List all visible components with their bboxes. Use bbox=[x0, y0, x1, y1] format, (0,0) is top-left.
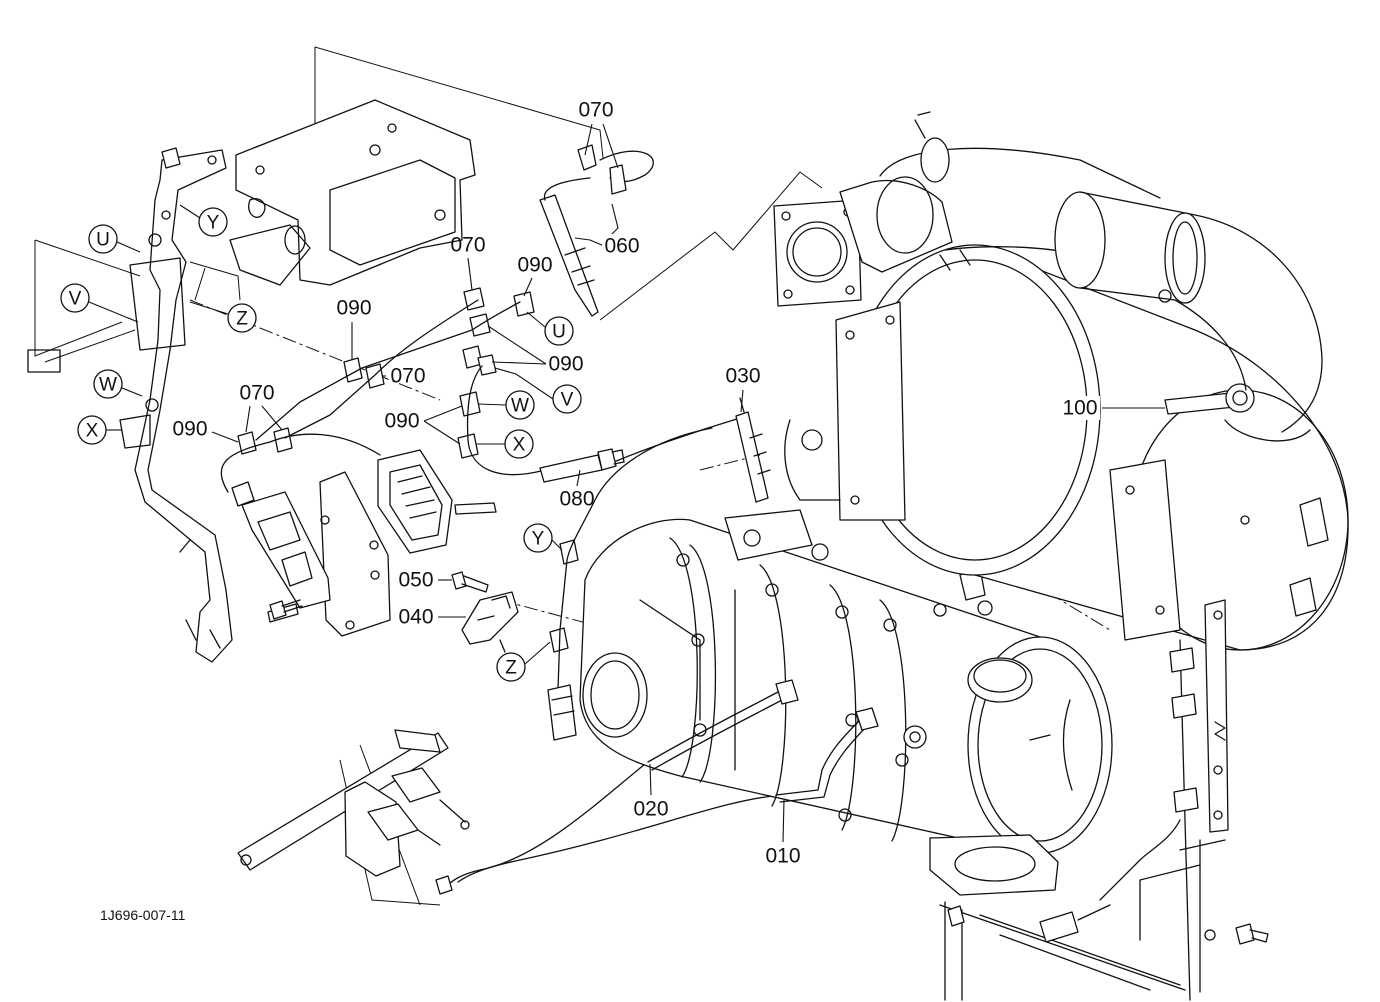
part-label-090-a: 090 bbox=[517, 254, 552, 277]
callout-x-left: X bbox=[86, 421, 99, 442]
callout-z-left: Z bbox=[236, 309, 248, 330]
part-label-070-c: 070 bbox=[390, 365, 425, 388]
part-label-090-b: 090 bbox=[548, 353, 583, 376]
muffler-inlet-flange bbox=[773, 176, 953, 307]
callout-u-right: U bbox=[552, 322, 566, 343]
leader-lines bbox=[88, 123, 1165, 843]
bottom-right-frame bbox=[939, 864, 1269, 1001]
left-bracket-frame bbox=[27, 149, 233, 663]
sensor-unit bbox=[231, 481, 331, 623]
callout-z-right: Z bbox=[505, 658, 517, 679]
callout-u-left: U bbox=[96, 230, 110, 251]
drawing-code: 1J696-007-11 bbox=[100, 907, 186, 923]
bottom-left-bracket bbox=[237, 729, 470, 895]
part-number-labels: 070 060 070 090 090 090 070 070 090 090 … bbox=[172, 98, 1100, 868]
part-label-020: 020 bbox=[633, 798, 668, 821]
part-label-090-c: 090 bbox=[336, 297, 371, 320]
controller-bracket bbox=[319, 471, 391, 637]
pressure-sensor-040 bbox=[461, 591, 519, 653]
harness-clips bbox=[237, 144, 627, 653]
part-label-090-e: 090 bbox=[384, 410, 419, 433]
top-mounting-plate bbox=[229, 99, 476, 286]
exhaust-sensor-030 bbox=[735, 397, 771, 503]
part-label-060: 060 bbox=[604, 235, 639, 258]
callout-markers: U V W X Y Z U Y V Z W X bbox=[60, 207, 582, 682]
part-label-070-d: 070 bbox=[239, 382, 274, 405]
harness-connector bbox=[547, 684, 577, 741]
callout-w-left: W bbox=[99, 375, 117, 396]
temperature-sensor-010 bbox=[775, 707, 879, 803]
callout-v-right: V bbox=[561, 390, 574, 411]
part-label-040: 040 bbox=[398, 606, 433, 629]
sensor-controller bbox=[377, 449, 497, 554]
exhaust-sensor-080 bbox=[539, 448, 625, 483]
part-label-050: 050 bbox=[398, 569, 433, 592]
part-label-070-a: 070 bbox=[578, 99, 613, 122]
part-label-100: 100 bbox=[1062, 397, 1097, 420]
part-label-030: 030 bbox=[725, 365, 760, 388]
callout-y-right: Y bbox=[532, 529, 545, 550]
callout-x-right: X bbox=[513, 435, 526, 456]
right-frame-rail bbox=[1169, 599, 1229, 1001]
part-label-070-b: 070 bbox=[450, 234, 485, 257]
callout-v-left: V bbox=[69, 289, 82, 310]
muffler-assembly bbox=[784, 244, 1349, 651]
part-label-080: 080 bbox=[559, 488, 594, 511]
bolts bbox=[161, 147, 965, 927]
part-label-010: 010 bbox=[765, 845, 800, 868]
part-label-090-d: 090 bbox=[172, 418, 207, 441]
dpf-assembly bbox=[579, 509, 1113, 896]
callout-w-right: W bbox=[511, 396, 529, 417]
bolt-050 bbox=[451, 571, 489, 593]
temperature-sensor-020 bbox=[647, 679, 799, 771]
muffler-crossover-pipe bbox=[879, 111, 1323, 433]
callout-y-left: Y bbox=[207, 213, 220, 234]
